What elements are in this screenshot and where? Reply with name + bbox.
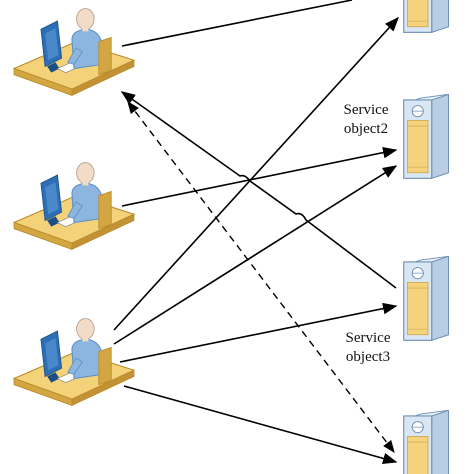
server-tower-icon — [403, 410, 450, 474]
service-object2-label-line2: object2 — [344, 121, 388, 137]
workstation-top[interactable] — [13, 8, 135, 96]
arrow-ws3-to-server1 — [113, 16, 399, 331]
workstation-bottom[interactable] — [13, 318, 135, 406]
arrow-ws1-to-server1 — [121, 0, 353, 47]
server-object2[interactable] — [403, 94, 450, 179]
dashed-arrow-ws1-server4 — [127, 100, 395, 454]
server-tower-icon — [403, 94, 450, 179]
arrow-ws2-to-server2 — [121, 146, 398, 207]
server-object1[interactable] — [403, 0, 450, 33]
person-at-computer-icon — [13, 8, 135, 96]
arrow-ws3-to-server4 — [123, 385, 398, 465]
workstation-middle[interactable] — [13, 162, 135, 250]
service-object2-label-line1: Service — [344, 102, 389, 118]
person-at-computer-icon — [13, 318, 135, 406]
person-at-computer-icon — [13, 162, 135, 250]
service-object3-label-line1: Service — [346, 330, 391, 346]
arrow-ws3-to-server2 — [113, 165, 398, 345]
service-object3-label-line2: object3 — [346, 349, 390, 365]
server-tower-icon — [403, 0, 450, 33]
connector-lines — [113, 0, 399, 465]
service-object2-label: Service object2 — [344, 102, 389, 137]
server-object3[interactable] — [403, 256, 450, 341]
server-tower-icon — [403, 256, 450, 341]
server-object4[interactable] — [403, 410, 450, 474]
service-object3-label: Service object3 — [346, 330, 391, 365]
